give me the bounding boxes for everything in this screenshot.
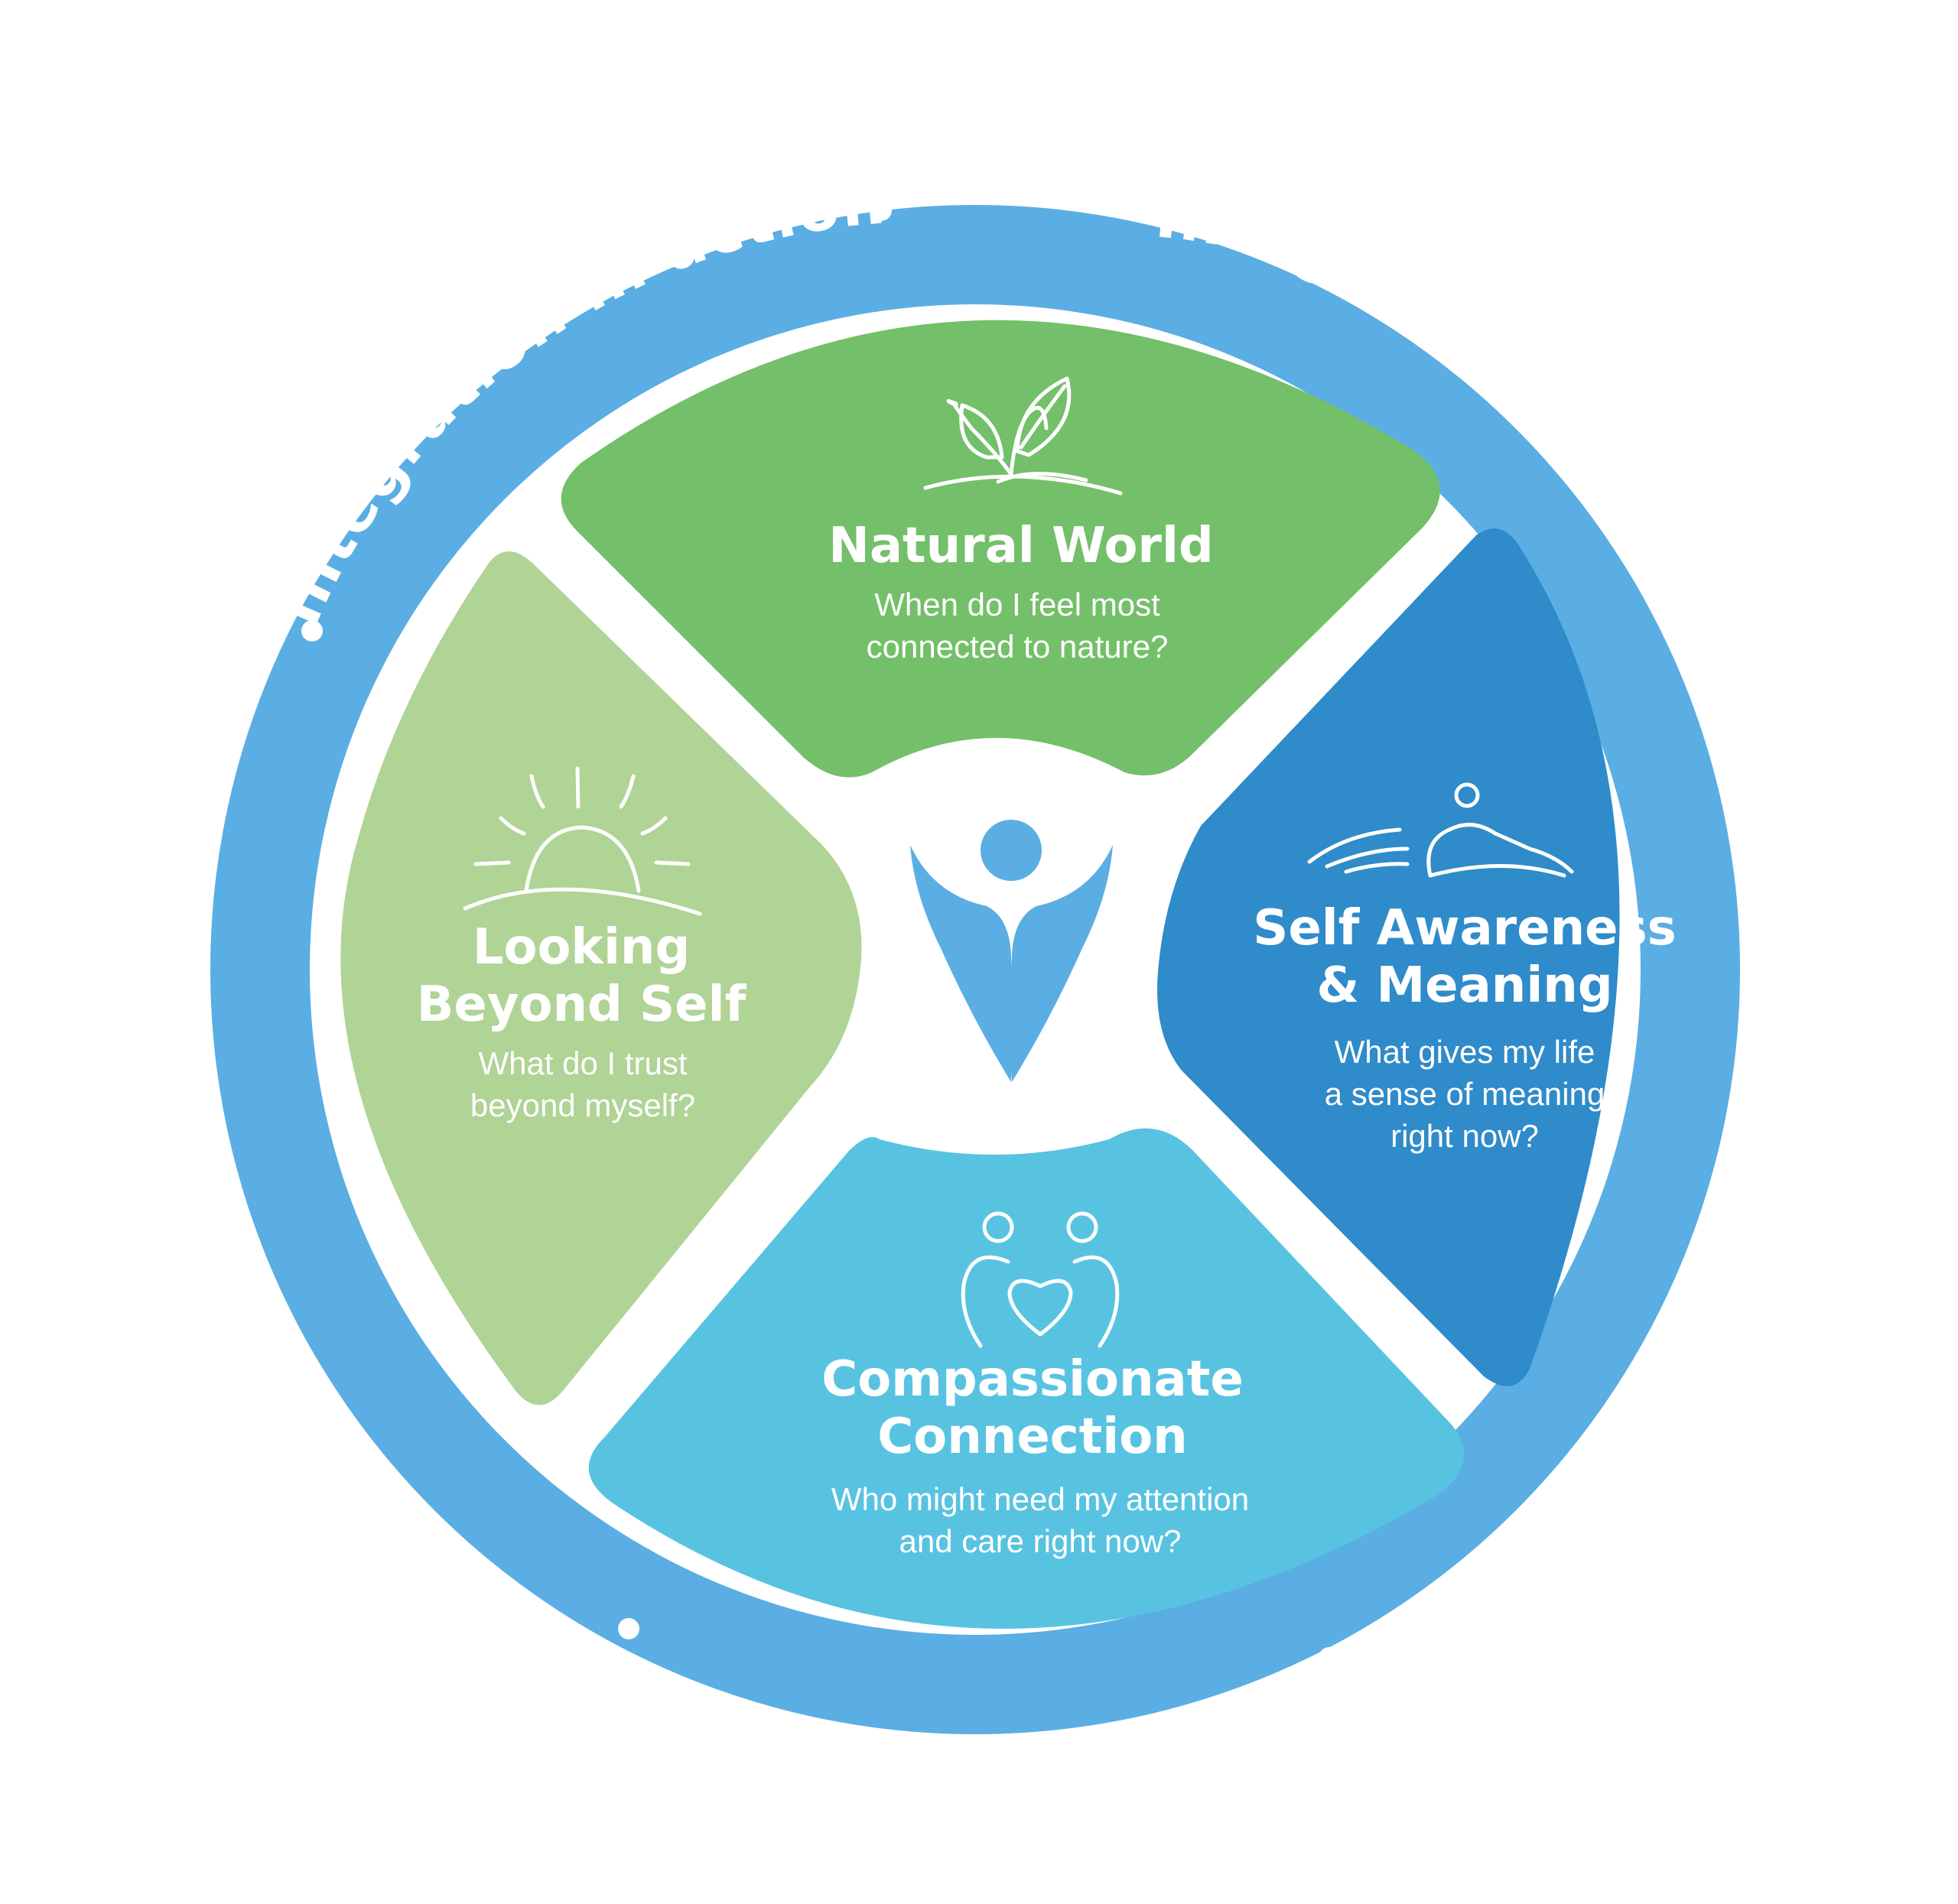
ring-dot — [618, 1618, 639, 1639]
logo-right-wing — [1010, 845, 1113, 1082]
ring-dot — [1175, 211, 1196, 232]
ring-dot — [870, 200, 892, 221]
compassionate-connection-petal — [588, 1128, 1465, 1629]
compassionate-connection-title-line2: Connection — [877, 1409, 1187, 1465]
logo-left-wing — [910, 845, 1013, 1082]
two-people-heart-icon — [961, 1211, 1120, 1348]
natural-world-petal — [561, 320, 1440, 778]
compassionate-connection-question-line2: and care right now? — [899, 1523, 1182, 1559]
self-awareness-title-line2: & Meaning — [1316, 957, 1612, 1014]
ring-dot — [301, 620, 323, 642]
self-awareness-question-line3: right now? — [1390, 1118, 1539, 1154]
natural-world-question-line2: connected to nature? — [867, 629, 1169, 664]
self-awareness-question-line2: a sense of meaning — [1325, 1076, 1605, 1112]
self-awareness-question-line1: What gives my life — [1335, 1034, 1595, 1070]
natural-world-question-line1: When do I feel most — [874, 586, 1160, 622]
person-figure-logo — [910, 820, 1113, 1082]
looking-beyond-self-title-line1: Looking — [473, 919, 691, 976]
compassionate-connection-question-line1: Who might need my attention — [831, 1481, 1249, 1517]
self-awareness-petal — [1157, 528, 1620, 1386]
looking-beyond-self-title-line2: Beyond Self — [417, 976, 747, 1033]
compassionate-connection-title-line1: Compassionate — [821, 1351, 1243, 1408]
looking-beyond-self-question-line1: What do I trust — [478, 1045, 687, 1081]
outer-ring — [210, 205, 1740, 1734]
self-awareness-title-line1: Self Awareness — [1253, 900, 1677, 957]
ring-dot — [1698, 670, 1719, 691]
natural-world-title: Natural World — [828, 518, 1213, 574]
looking-beyond-self-question-line2: beyond myself? — [470, 1087, 695, 1123]
rising-sun-icon — [463, 766, 702, 916]
looking-beyond-self-petal — [340, 551, 862, 1405]
ring-dot — [1319, 1647, 1340, 1668]
reclining-person-icon — [1307, 782, 1574, 878]
logo-head — [981, 820, 1042, 881]
sprout-icon — [923, 376, 1123, 495]
